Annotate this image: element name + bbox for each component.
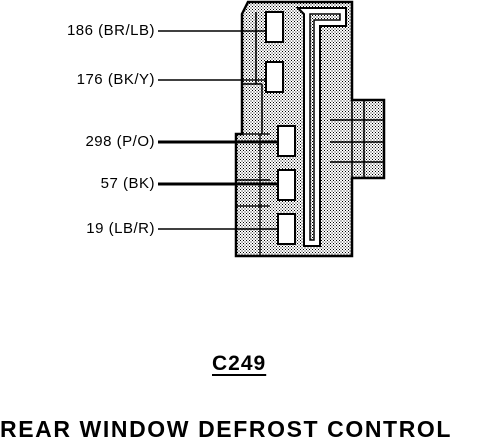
wire-leads (158, 30, 278, 230)
wire-label-57: 57 (BK) (100, 175, 155, 192)
terminal-cavity-3 (277, 125, 296, 157)
connector-side-grid (330, 100, 384, 178)
wire-label-19: 19 (LB/R) (86, 220, 155, 237)
connector-dividers (236, 12, 270, 256)
terminal-cavity-1 (265, 11, 284, 43)
wire-label-186: 186 (BR/LB) (66, 22, 155, 39)
connector-latch-inner (309, 13, 341, 241)
connector-id: C249 (212, 352, 267, 375)
terminal-cavity-5 (277, 213, 296, 245)
terminal-cavity-2 (265, 61, 284, 93)
terminal-cavity-4 (277, 169, 296, 201)
wire-label-298: 298 (P/O) (85, 133, 155, 150)
wire-label-176: 176 (BK/Y) (76, 71, 155, 88)
component-name: REAR WINDOW DEFROST CONTROL (0, 416, 453, 442)
